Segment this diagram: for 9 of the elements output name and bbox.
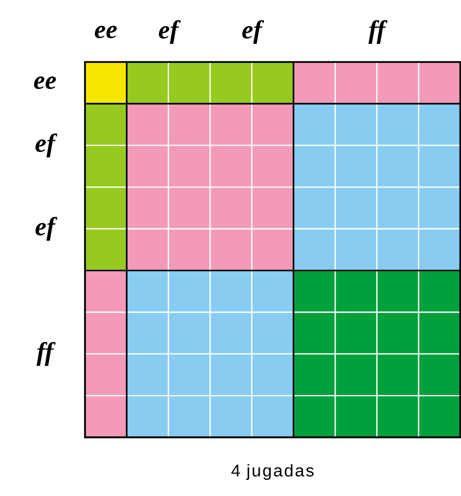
column-header: ee [94, 26, 117, 38]
row-header: ef [36, 134, 58, 158]
axis-caption: 4 jugadas [231, 464, 314, 480]
column-header: ff [368, 20, 388, 44]
column-header: ef [242, 20, 264, 44]
row-header: ff [36, 342, 56, 366]
row-header: ef [36, 216, 58, 241]
row-header: ee [34, 76, 56, 90]
column-header: ef [158, 20, 181, 44]
